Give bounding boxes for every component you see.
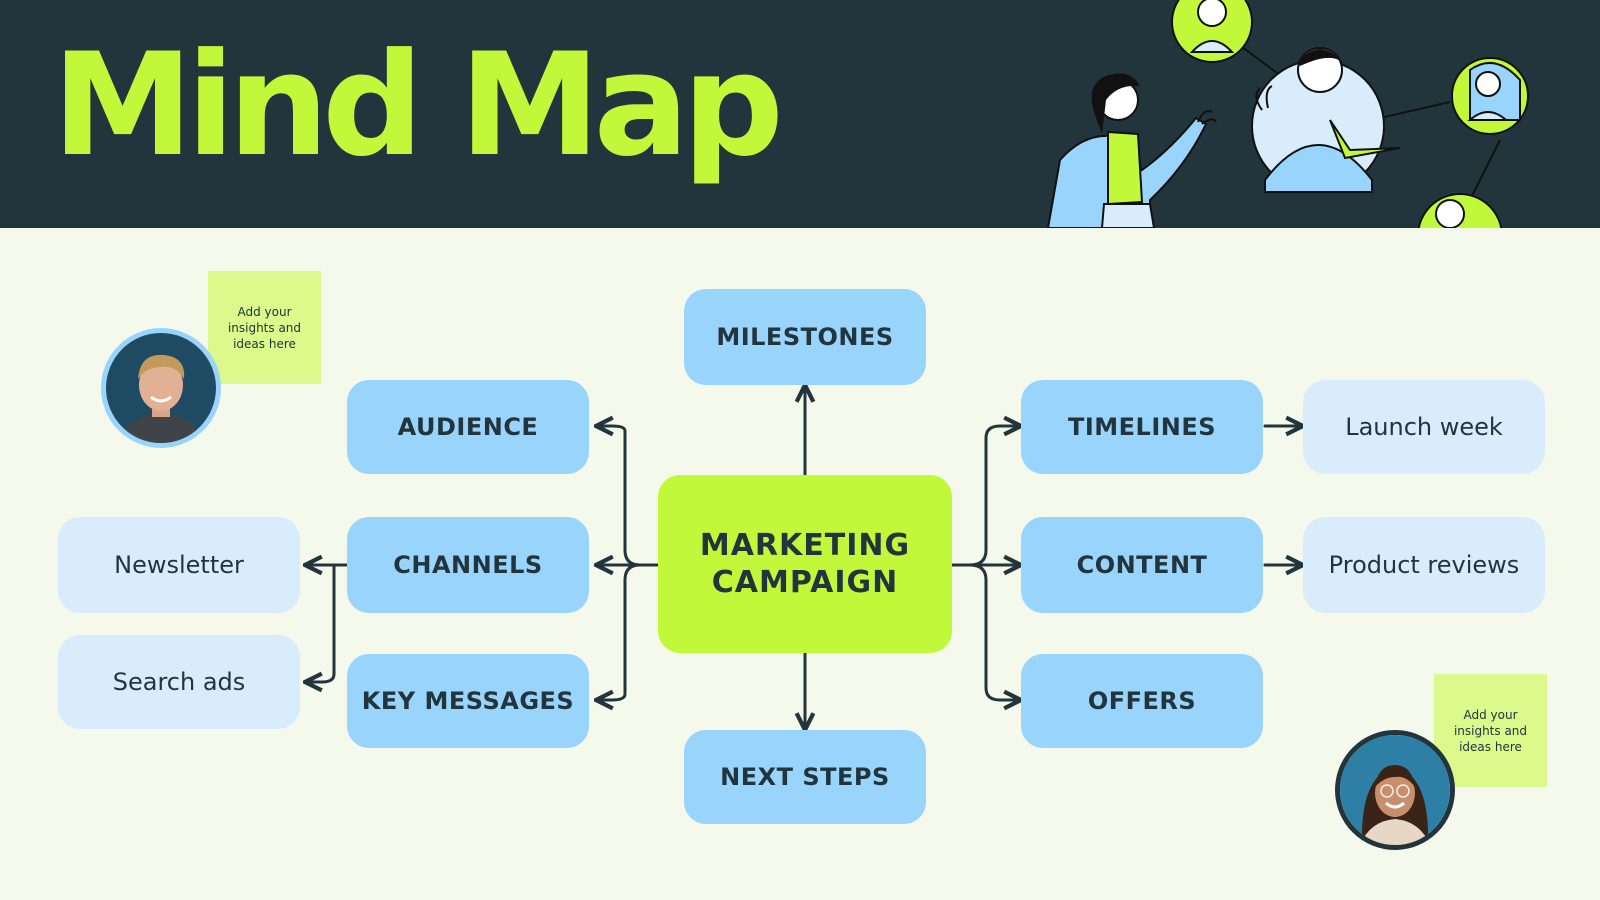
node-next-steps[interactable]: NEXT STEPS (684, 730, 926, 824)
node-audience[interactable]: AUDIENCE (347, 380, 589, 474)
arrow-timelines (950, 426, 1021, 567)
mind-map-canvas: MARKETING CAMPAIGN MILESTONES AUDIENCE C… (0, 228, 1600, 900)
node-newsletter[interactable]: Newsletter (58, 517, 300, 613)
person-circle-right (1451, 57, 1529, 135)
node-launch-week[interactable]: Launch week (1303, 380, 1545, 474)
person-circle-top (1171, 0, 1253, 63)
arrow-search-ads (305, 563, 348, 682)
node-channels[interactable]: CHANNELS (347, 517, 589, 613)
arrow-key-messages (596, 563, 660, 700)
header-banner: Mind Map (0, 0, 1600, 228)
arrow-offers (950, 563, 1021, 700)
node-milestones[interactable]: MILESTONES (684, 289, 926, 385)
node-search-ads[interactable]: Search ads (58, 635, 300, 729)
arrow-audience (596, 426, 660, 567)
sticky-note-top-left[interactable]: Add your insights and ideas here (208, 271, 321, 384)
avatar-woman (1335, 730, 1455, 850)
standing-woman (1046, 73, 1217, 228)
person-circle-bottom (1417, 193, 1503, 228)
person-circle-center (1251, 47, 1401, 193)
node-product-reviews[interactable]: Product reviews (1303, 517, 1545, 613)
avatar-man (101, 328, 221, 448)
connector-lines (0, 228, 1600, 900)
page-title: Mind Map (52, 23, 784, 188)
node-content[interactable]: CONTENT (1021, 517, 1263, 613)
center-node[interactable]: MARKETING CAMPAIGN (658, 475, 952, 653)
sticky-note-bottom-right[interactable]: Add your insights and ideas here (1434, 674, 1547, 787)
node-offers[interactable]: OFFERS (1021, 654, 1263, 748)
node-timelines[interactable]: TIMELINES (1021, 380, 1263, 474)
people-network-illustration (1046, 0, 1529, 228)
node-key-messages[interactable]: KEY MESSAGES (347, 654, 589, 748)
